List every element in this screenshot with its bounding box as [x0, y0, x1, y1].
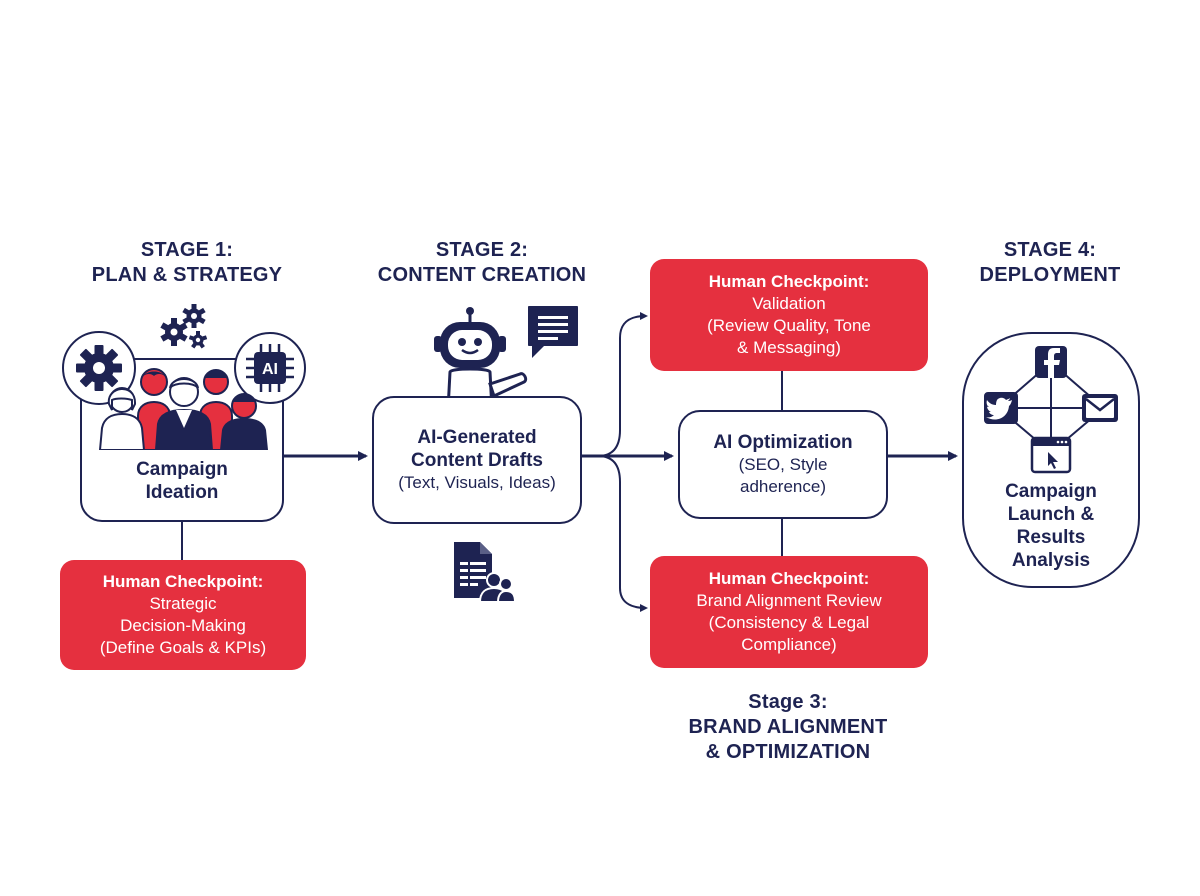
stage1-human-checkpoint: Human Checkpoint: Strategic Decision-Mak…	[60, 560, 306, 670]
stage1-title: STAGE 1: PLAN & STRATEGY	[82, 238, 292, 288]
optimization-line1: AI Optimization	[713, 432, 853, 453]
drafts-line3: (Text, Visuals, Ideas)	[398, 473, 556, 492]
stage3-checkpoint-brand-review: Human Checkpoint: Brand Alignment Review…	[650, 556, 928, 668]
brand-review-line3: Compliance)	[741, 635, 837, 654]
stage2-title-line2: CONTENT CREATION	[377, 264, 587, 286]
browser-cursor-icon	[1030, 436, 1072, 474]
launch-line3: Results	[1016, 527, 1086, 548]
stage1-title-line1: STAGE 1:	[140, 239, 234, 261]
stage3-title: Stage 3: BRAND ALIGNMENT & OPTIMIZATION	[668, 690, 908, 765]
brand-review-line2: (Consistency & Legal	[708, 613, 870, 632]
stage3-checkpoint-validation: Human Checkpoint: Validation (Review Qua…	[650, 259, 928, 371]
team-people-icon	[98, 368, 268, 450]
validation-line1: Validation	[752, 294, 826, 313]
ai-optimization-box: AI Optimization (SEO, Style adherence)	[678, 410, 888, 519]
facebook-icon	[1035, 346, 1067, 378]
twitter-icon	[984, 392, 1018, 424]
stage2-title-line1: STAGE 2:	[435, 239, 529, 261]
gears-icon	[160, 304, 208, 349]
drafts-line2: Content Drafts	[411, 450, 543, 471]
stage1-checkpoint-title: Human Checkpoint:	[102, 572, 264, 591]
stage4-title: STAGE 4: DEPLOYMENT	[960, 238, 1140, 288]
stage2-title: STAGE 2: CONTENT CREATION	[360, 238, 604, 288]
stage4-title-line1: STAGE 4:	[1003, 239, 1097, 261]
optimization-line2: (SEO, Style	[738, 455, 828, 474]
launch-line4: Analysis	[1011, 550, 1091, 571]
stage3-title-line3: & OPTIMIZATION	[705, 741, 871, 763]
stage1-title-line2: PLAN & STRATEGY	[91, 264, 283, 286]
stage1-checkpoint-line2: Decision-Making	[120, 616, 246, 635]
drafts-line1: AI-Generated	[417, 427, 537, 448]
svg-text:AI: AI	[262, 361, 278, 378]
stage4-title-line2: DEPLOYMENT	[979, 264, 1121, 286]
branch-to-bottom-checkpoint	[597, 455, 648, 612]
channels-network	[984, 346, 1118, 474]
chat-bubble-icon	[528, 306, 578, 358]
stage1-checkpoint-line1: Strategic	[149, 594, 217, 613]
validation-line2: (Review Quality, Tone	[707, 316, 871, 335]
brand-review-title: Human Checkpoint:	[708, 569, 870, 588]
validation-title: Human Checkpoint:	[708, 272, 870, 291]
stage1-checkpoint-line3: (Define Goals & KPIs)	[99, 638, 267, 657]
stage3-title-line2: BRAND ALIGNMENT	[688, 716, 888, 738]
gear-icon	[62, 331, 136, 405]
validation-line3: & Messaging)	[737, 338, 841, 357]
launch-line2: Launch &	[1007, 504, 1095, 525]
optimization-line3: adherence)	[739, 477, 826, 496]
stage3-title-line1: Stage 3:	[748, 691, 828, 713]
document-users-icon	[454, 542, 516, 603]
brand-review-line1: Brand Alignment Review	[696, 591, 882, 610]
email-icon	[1082, 394, 1118, 422]
ai-content-drafts-box: AI-Generated Content Drafts (Text, Visua…	[372, 396, 582, 524]
campaign-ideation-line2: Ideation	[145, 482, 219, 503]
campaign-ideation-line1: Campaign	[136, 459, 228, 480]
branch-to-top-checkpoint	[597, 312, 648, 457]
ai-chip-icon: AI	[234, 332, 306, 404]
launch-line1: Campaign	[1005, 481, 1097, 502]
